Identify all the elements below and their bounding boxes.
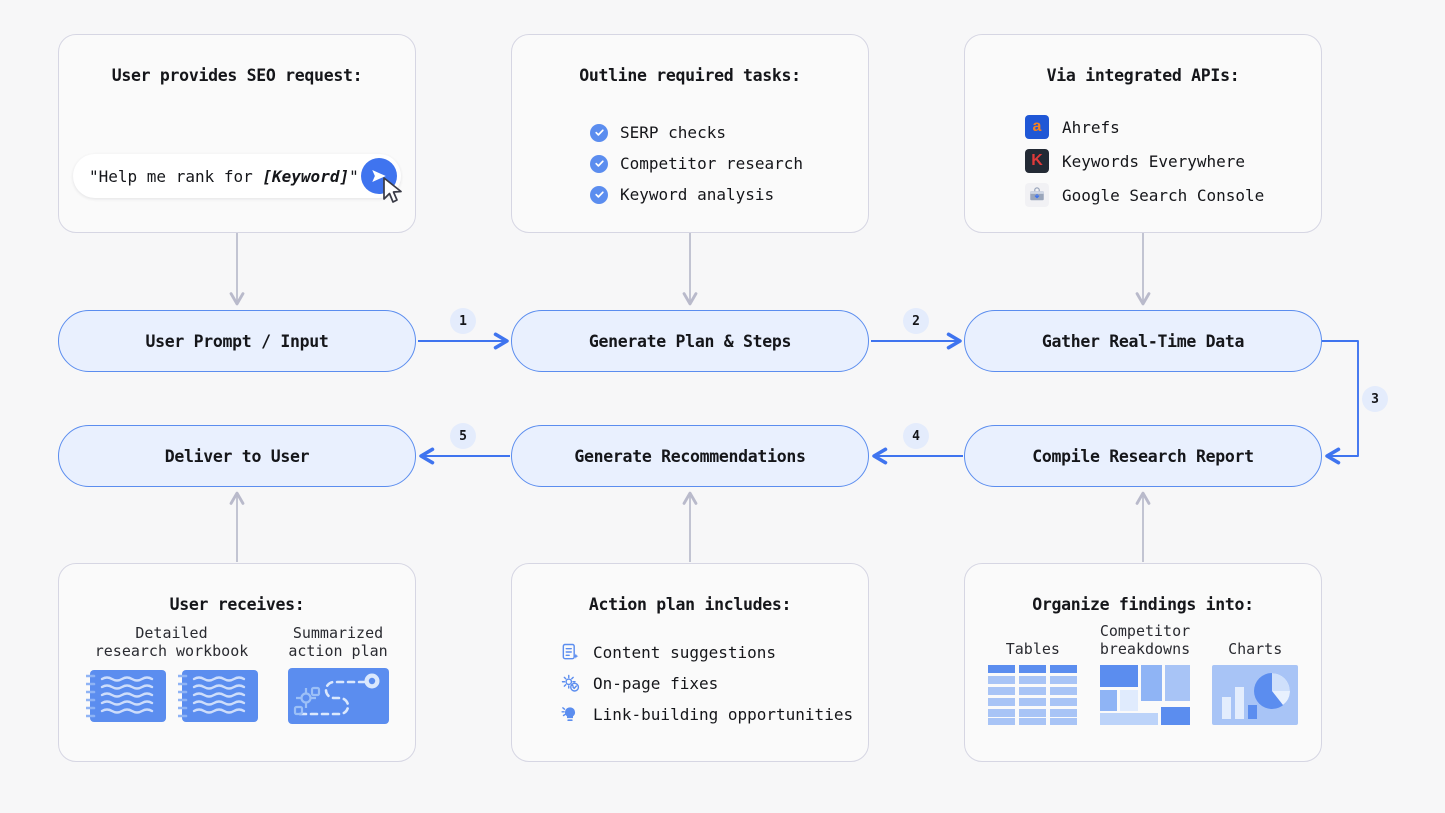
visual-caption: Tables xyxy=(1005,640,1060,659)
output-summarized-plan: Summarized action plan xyxy=(287,624,389,728)
api-label: Ahrefs xyxy=(1062,117,1120,137)
flow-node-label: Generate Plan & Steps xyxy=(588,331,792,351)
list-item: a Ahrefs xyxy=(1025,115,1264,139)
list-item: K Keywords Everywhere xyxy=(1025,149,1264,173)
card-user-request: User provides SEO request: "Help me rank… xyxy=(58,34,416,233)
prompt-input-bar[interactable]: "Help me rank for [Keyword]" xyxy=(73,154,402,203)
step-badge-2: 2 xyxy=(903,308,929,334)
task-label: SERP checks xyxy=(620,123,726,142)
prompt-keyword: [Keyword] xyxy=(262,166,350,186)
api-list: a Ahrefs K Keywords Everywhere Google Se… xyxy=(1025,115,1264,217)
card-title: Outline required tasks: xyxy=(579,66,801,85)
api-label: Google Search Console xyxy=(1062,185,1265,205)
flow-node-label: Generate Recommendations xyxy=(574,446,806,466)
gear-check-icon xyxy=(561,674,580,692)
output-caption: Summarized action plan xyxy=(288,624,388,661)
keywords-everywhere-icon: K xyxy=(1025,149,1049,173)
api-label: Keywords Everywhere xyxy=(1062,151,1246,171)
treemap-icon xyxy=(1100,664,1190,731)
action-plan-list: Content suggestions On-page fixes xyxy=(560,642,853,735)
bar-pie-chart-icon xyxy=(1212,664,1299,725)
feature-label: Content suggestions xyxy=(593,642,777,662)
card-title: User provides SEO request: xyxy=(111,66,363,85)
output-caption: Detailed research workbook xyxy=(94,624,249,661)
flow-node-label: User Prompt / Input xyxy=(145,331,329,351)
visuals-row: Tables xyxy=(965,622,1321,731)
outputs-row: Detailed research workbook xyxy=(59,624,415,728)
mouse-cursor-icon xyxy=(383,177,402,203)
task-label: Keyword analysis xyxy=(620,185,775,204)
list-item: Google Search Console xyxy=(1025,183,1264,207)
card-title: Organize findings into: xyxy=(1032,595,1254,614)
google-search-console-icon xyxy=(1025,183,1049,207)
flow-node-gather-data[interactable]: Gather Real-Time Data xyxy=(964,310,1322,372)
step-badge-5: 5 xyxy=(450,423,476,449)
send-button[interactable] xyxy=(361,158,402,203)
check-circle-icon xyxy=(590,154,608,173)
flow-node-label: Gather Real-Time Data xyxy=(1041,331,1245,351)
visual-caption: Charts xyxy=(1228,640,1283,659)
visual-caption: Competitor breakdowns xyxy=(1099,622,1191,659)
flow-node-generate-plan[interactable]: Generate Plan & Steps xyxy=(511,310,869,372)
output-detailed-workbook: Detailed research workbook xyxy=(85,624,258,728)
task-label: Competitor research xyxy=(620,154,804,173)
step-badge-1: 1 xyxy=(450,308,476,334)
flow-node-compile-report[interactable]: Compile Research Report xyxy=(964,425,1322,487)
send-arrow-icon xyxy=(372,170,386,182)
card-required-tasks: Outline required tasks: SERP checks Comp… xyxy=(511,34,869,233)
list-item: Competitor research xyxy=(590,154,803,173)
card-organize-findings: Organize findings into: Tables xyxy=(964,563,1322,762)
document-sparkle-icon xyxy=(562,643,579,660)
list-item: On-page fixes xyxy=(560,673,853,693)
card-title: Action plan includes: xyxy=(588,595,792,614)
flow-node-user-prompt[interactable]: User Prompt / Input xyxy=(58,310,416,372)
flow-node-label: Compile Research Report xyxy=(1032,446,1254,466)
table-grid-icon xyxy=(987,664,1077,725)
roadmap-icon xyxy=(287,667,389,728)
list-item: Content suggestions xyxy=(560,642,853,662)
link-bulb-icon xyxy=(561,707,575,721)
check-circle-icon xyxy=(590,185,608,204)
card-integrated-apis: Via integrated APIs: a Ahrefs K Keywords… xyxy=(964,34,1322,233)
task-list: SERP checks Competitor research Keyword … xyxy=(590,123,803,216)
ahrefs-icon: a xyxy=(1025,115,1049,139)
list-item: SERP checks xyxy=(590,123,803,142)
visual-competitor-breakdowns: Competitor breakdowns xyxy=(1099,622,1191,731)
list-item: Link-building opportunities xyxy=(560,704,853,724)
feature-label: On-page fixes xyxy=(593,673,719,693)
flow-node-label: Deliver to User xyxy=(164,446,310,466)
list-item: Keyword analysis xyxy=(590,185,803,204)
step-badge-3: 3 xyxy=(1362,386,1388,412)
card-user-receives: User receives: Detailed research workboo… xyxy=(58,563,416,762)
card-title: Via integrated APIs: xyxy=(1046,66,1240,85)
prompt-suffix: " xyxy=(349,166,359,186)
card-action-plan: Action plan includes: Content suggestion… xyxy=(511,563,869,762)
visual-charts: Charts xyxy=(1212,640,1299,728)
flow-node-deliver-to-user[interactable]: Deliver to User xyxy=(58,425,416,487)
check-circle-icon xyxy=(590,123,608,142)
prompt-text: "Help me rank for [Keyword]" xyxy=(73,167,359,186)
step-badge-4: 4 xyxy=(903,423,929,449)
prompt-prefix: "Help me rank for xyxy=(89,166,263,186)
visual-tables: Tables xyxy=(987,640,1078,728)
flow-node-generate-recommendations[interactable]: Generate Recommendations xyxy=(511,425,869,487)
feature-label: Link-building opportunities xyxy=(593,704,854,724)
notebook-pair-icon xyxy=(85,668,258,724)
card-title: User receives: xyxy=(169,595,305,614)
